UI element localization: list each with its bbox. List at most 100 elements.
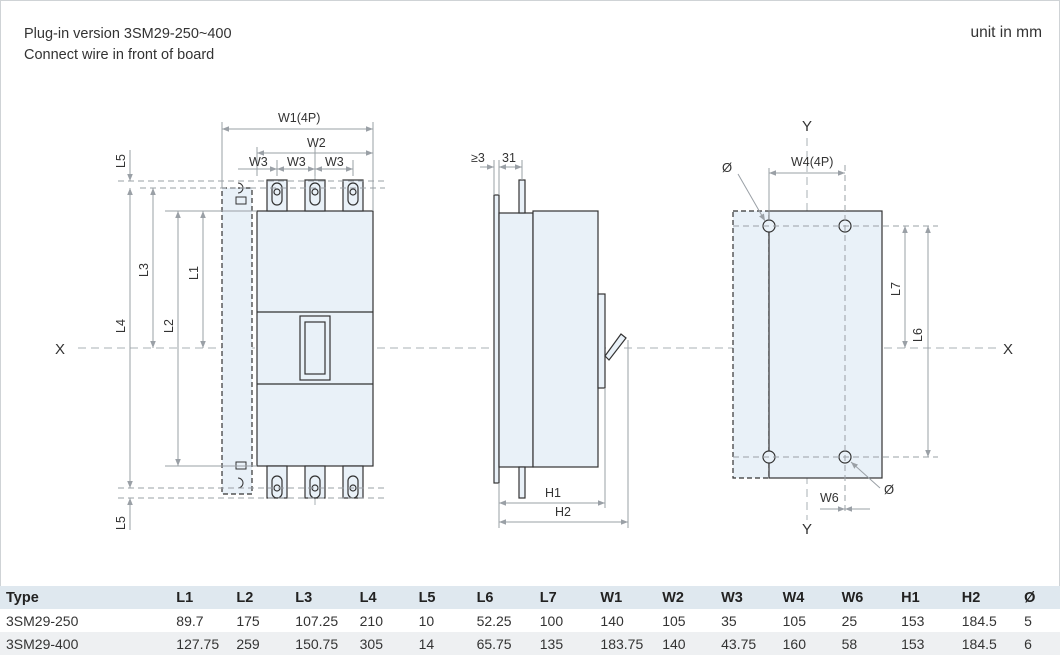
dim-dia-label-top: Ø	[722, 160, 732, 175]
x-label-left: X	[55, 341, 65, 358]
table-cell: 100	[533, 609, 595, 632]
dim-w3-label-1: W3	[249, 155, 268, 169]
mounting-dashed-plate	[732, 210, 770, 479]
col-header: L2	[230, 586, 290, 609]
table-cell: 160	[776, 632, 836, 655]
col-header: L7	[533, 586, 595, 609]
col-header: H2	[955, 586, 1019, 609]
col-header: L6	[470, 586, 534, 609]
dim-w1-label: W1(4P)	[278, 111, 320, 125]
dim-l1-label: L1	[187, 266, 201, 280]
table-cell: 184.5	[955, 609, 1019, 632]
table-cell: 6	[1018, 632, 1060, 655]
unit-label: unit in mm	[970, 24, 1043, 41]
dim-w6-label: W6	[820, 491, 839, 505]
front-view	[221, 179, 374, 499]
table-cell: 3SM29-400	[0, 632, 171, 655]
dim-l5-top-label: L5	[114, 154, 128, 168]
dim-w3-label-2: W3	[287, 155, 306, 169]
table-cell: 105	[656, 609, 716, 632]
dim-w3-label-3: W3	[325, 155, 344, 169]
table-cell: 140	[594, 609, 657, 632]
caption-line-1: Plug-in version 3SM29-250~400	[24, 26, 232, 42]
front-dimensions	[118, 122, 385, 530]
table-cell: 105	[776, 609, 836, 632]
side-body-front	[532, 210, 599, 468]
dim-h1-label: H1	[545, 486, 561, 500]
table-cell: 150.75	[289, 632, 354, 655]
col-header: W6	[835, 586, 896, 609]
col-header: Ø	[1018, 586, 1060, 609]
side-view	[493, 179, 627, 499]
dim-l4-label: L4	[114, 319, 128, 333]
table-cell: 3SM29-250	[0, 609, 171, 632]
col-header: L1	[170, 586, 231, 609]
dim-w2-label: W2	[307, 136, 326, 150]
table-cell: 184.5	[955, 632, 1019, 655]
side-terminal-bottom	[518, 466, 526, 499]
table-cell: 210	[353, 609, 413, 632]
table-cell: 183.75	[594, 632, 657, 655]
col-header: L5	[412, 586, 471, 609]
front-handle	[304, 321, 326, 375]
dim-l5-bottom-label: L5	[114, 516, 128, 530]
col-header: H1	[895, 586, 956, 609]
table-cell: 10	[412, 609, 471, 632]
dim-31-label: 31	[502, 151, 516, 165]
col-header: W4	[776, 586, 836, 609]
col-header: Type	[0, 586, 171, 609]
drawing-caption: Plug-in version 3SM29-250~400 Connect wi…	[24, 24, 232, 66]
dim-h2-label: H2	[555, 505, 571, 519]
table-cell: 107.25	[289, 609, 354, 632]
caption-line-2: Connect wire in front of board	[24, 47, 215, 63]
side-handle-lever	[604, 333, 627, 361]
technical-drawing: X X Y Y	[55, 111, 1013, 538]
front-bottom-terminals	[266, 465, 364, 499]
front-base-plate	[221, 187, 253, 495]
table-cell: 58	[835, 632, 896, 655]
mounting-dim-labels: W4(4P) L7 L6 W6 Ø Ø	[722, 155, 925, 505]
col-header: L4	[353, 586, 413, 609]
front-dim-labels: W1(4P) W2 W3 W3 W3 L5 L4 L3 L2 L1 L5	[114, 111, 344, 530]
table-cell: 135	[533, 632, 595, 655]
table-cell: 65.75	[470, 632, 534, 655]
col-header: L3	[289, 586, 354, 609]
table-cell: 52.25	[470, 609, 534, 632]
y-label-bottom: Y	[802, 521, 812, 538]
side-dim-labels: ≥3 31 H1 H2	[471, 151, 571, 519]
table-cell: 127.75	[170, 632, 231, 655]
table-cell: 175	[230, 609, 290, 632]
dim-ge3-label: ≥3	[471, 151, 485, 165]
table-cell: 5	[1018, 609, 1060, 632]
mounting-plate	[768, 210, 883, 479]
dim-l7-label: L7	[889, 282, 903, 296]
table-cell: 89.7	[170, 609, 231, 632]
dim-l3-label: L3	[137, 263, 151, 277]
table-cell: 25	[835, 609, 896, 632]
table-cell: 43.75	[715, 632, 777, 655]
col-header: W1	[594, 586, 657, 609]
table-cell: 14	[412, 632, 471, 655]
side-front-plate	[493, 194, 500, 484]
side-body-rear	[498, 212, 534, 468]
side-dimensions	[480, 160, 629, 528]
col-header: W3	[715, 586, 777, 609]
dim-dia-label-bottom: Ø	[884, 482, 894, 497]
x-label-right: X	[1003, 341, 1013, 358]
table-cell: 140	[656, 632, 716, 655]
table-cell: 35	[715, 609, 777, 632]
side-handle-base	[597, 293, 606, 389]
col-header: W2	[656, 586, 716, 609]
y-label-top: Y	[802, 118, 812, 135]
dim-l6-label: L6	[911, 328, 925, 342]
table-cell: 153	[895, 609, 956, 632]
table-cell: 153	[895, 632, 956, 655]
front-top-terminals	[266, 179, 364, 212]
mounting-view	[732, 210, 883, 479]
dim-w4-label: W4(4P)	[791, 155, 833, 169]
